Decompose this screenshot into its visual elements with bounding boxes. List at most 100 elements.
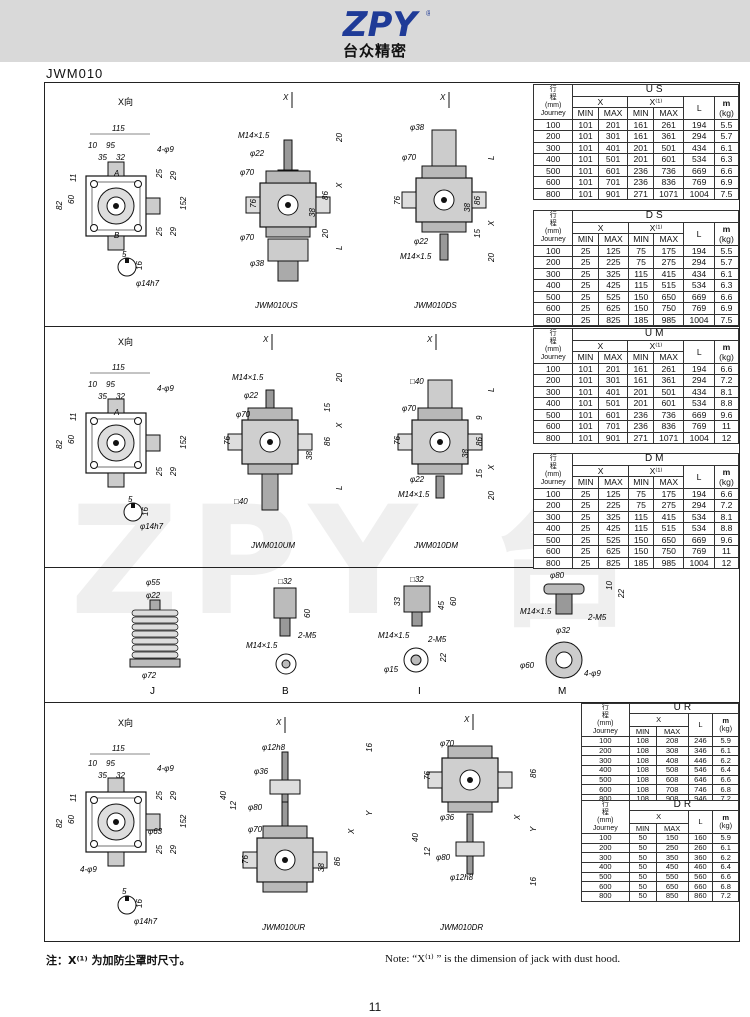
table-cell: m(kg): [713, 221, 740, 246]
table-cell: 175: [653, 244, 685, 257]
table-cell: 101: [572, 397, 599, 410]
svg-text:86: 86: [529, 769, 538, 778]
table-cell: 185: [627, 313, 655, 326]
svg-text:A: A: [113, 169, 119, 178]
table-cell: 601: [597, 164, 629, 177]
svg-text:φ70: φ70: [240, 168, 255, 177]
table-cell: 200: [581, 745, 630, 757]
table-cell: 200: [532, 374, 574, 387]
table-cell: 行程(mm)Journey: [532, 210, 574, 246]
table-cell: X: [628, 712, 689, 728]
table-cell: 650: [653, 533, 685, 546]
table-cell: 6.6: [712, 774, 739, 786]
table-cell: 501: [597, 153, 629, 166]
brand-name: 台众精密: [342, 42, 407, 60]
table-cell: 6.6: [713, 164, 740, 177]
table-cell: MAX: [652, 351, 685, 364]
table-cell: 185: [627, 556, 655, 569]
svg-text:JWM010UR: JWM010UR: [261, 923, 305, 932]
svg-text:2-M5: 2-M5: [427, 635, 447, 644]
table-cell: 1004: [683, 431, 715, 444]
table-cell: 12: [713, 431, 740, 444]
svg-text:5: 5: [122, 250, 127, 259]
section-divider: [44, 326, 740, 327]
svg-text:82: 82: [55, 819, 64, 828]
table-cell: MAX: [653, 233, 685, 246]
table-cell: 50: [628, 871, 657, 883]
table-cell: 669: [683, 408, 715, 421]
table-cell: 6.2: [712, 755, 739, 767]
svg-text:X: X: [463, 715, 470, 724]
table-cell: 608: [655, 774, 689, 786]
table-cell: 200: [532, 130, 574, 143]
table-cell: 108: [628, 784, 657, 796]
svg-text:φ12h8: φ12h8: [262, 743, 286, 752]
table-cell: 194: [683, 244, 715, 257]
table-cell: 25: [572, 545, 599, 558]
svg-text:86: 86: [333, 857, 342, 866]
svg-text:16: 16: [135, 899, 144, 908]
table-cell: 236: [627, 420, 654, 433]
svg-text:115: 115: [112, 744, 125, 753]
table-cell: 361: [652, 374, 685, 387]
svg-text:φ38: φ38: [250, 259, 265, 268]
table-cell: 746: [687, 784, 714, 796]
svg-text:φ14h7: φ14h7: [140, 522, 164, 531]
table-cell: 1004: [683, 313, 715, 326]
svg-text:X: X: [335, 182, 344, 189]
svg-text:76: 76: [241, 855, 250, 864]
svg-text:32: 32: [116, 153, 125, 162]
table-cell: MAX: [652, 107, 685, 120]
table-cell: 294: [683, 374, 715, 387]
table-cell: 50: [628, 891, 657, 902]
svg-text:X: X: [275, 718, 282, 727]
drawing-frame: [44, 82, 740, 942]
table-cell: 108: [628, 774, 657, 786]
table-cell: 8.1: [713, 385, 740, 398]
svg-text:X向: X向: [118, 717, 133, 728]
table-cell: MAX: [653, 476, 685, 489]
table-cell: 50: [628, 842, 657, 854]
table-cell: 669: [683, 164, 715, 177]
svg-text:76: 76: [223, 436, 232, 445]
section-divider: [44, 567, 740, 568]
table-cell: 101: [572, 362, 599, 375]
svg-text:M14×1.5: M14×1.5: [398, 490, 430, 499]
table-cell: 261: [652, 118, 685, 131]
table-cell: 50: [628, 862, 657, 873]
table-cell: 194: [683, 118, 715, 131]
table-cell: 625: [597, 302, 629, 315]
table-cell: 400: [532, 153, 574, 166]
table-cell: 750: [653, 302, 685, 315]
table-cell: 108: [628, 745, 657, 757]
table-cell: 500: [532, 164, 574, 177]
table-cell: 669: [683, 533, 715, 546]
table-cell: X: [628, 809, 689, 825]
table-cell: 300: [581, 852, 630, 864]
table-cell: 261: [652, 362, 685, 375]
table-cell: 行程(mm)Journey: [532, 453, 574, 489]
table-cell: 6.1: [713, 267, 740, 280]
table-cell: 208: [655, 736, 689, 747]
svg-text:25: 25: [155, 467, 164, 477]
table-cell: 350: [655, 852, 689, 864]
svg-text:60: 60: [449, 597, 458, 606]
table-cell: 6.9: [713, 176, 740, 189]
svg-text:29: 29: [169, 467, 178, 477]
